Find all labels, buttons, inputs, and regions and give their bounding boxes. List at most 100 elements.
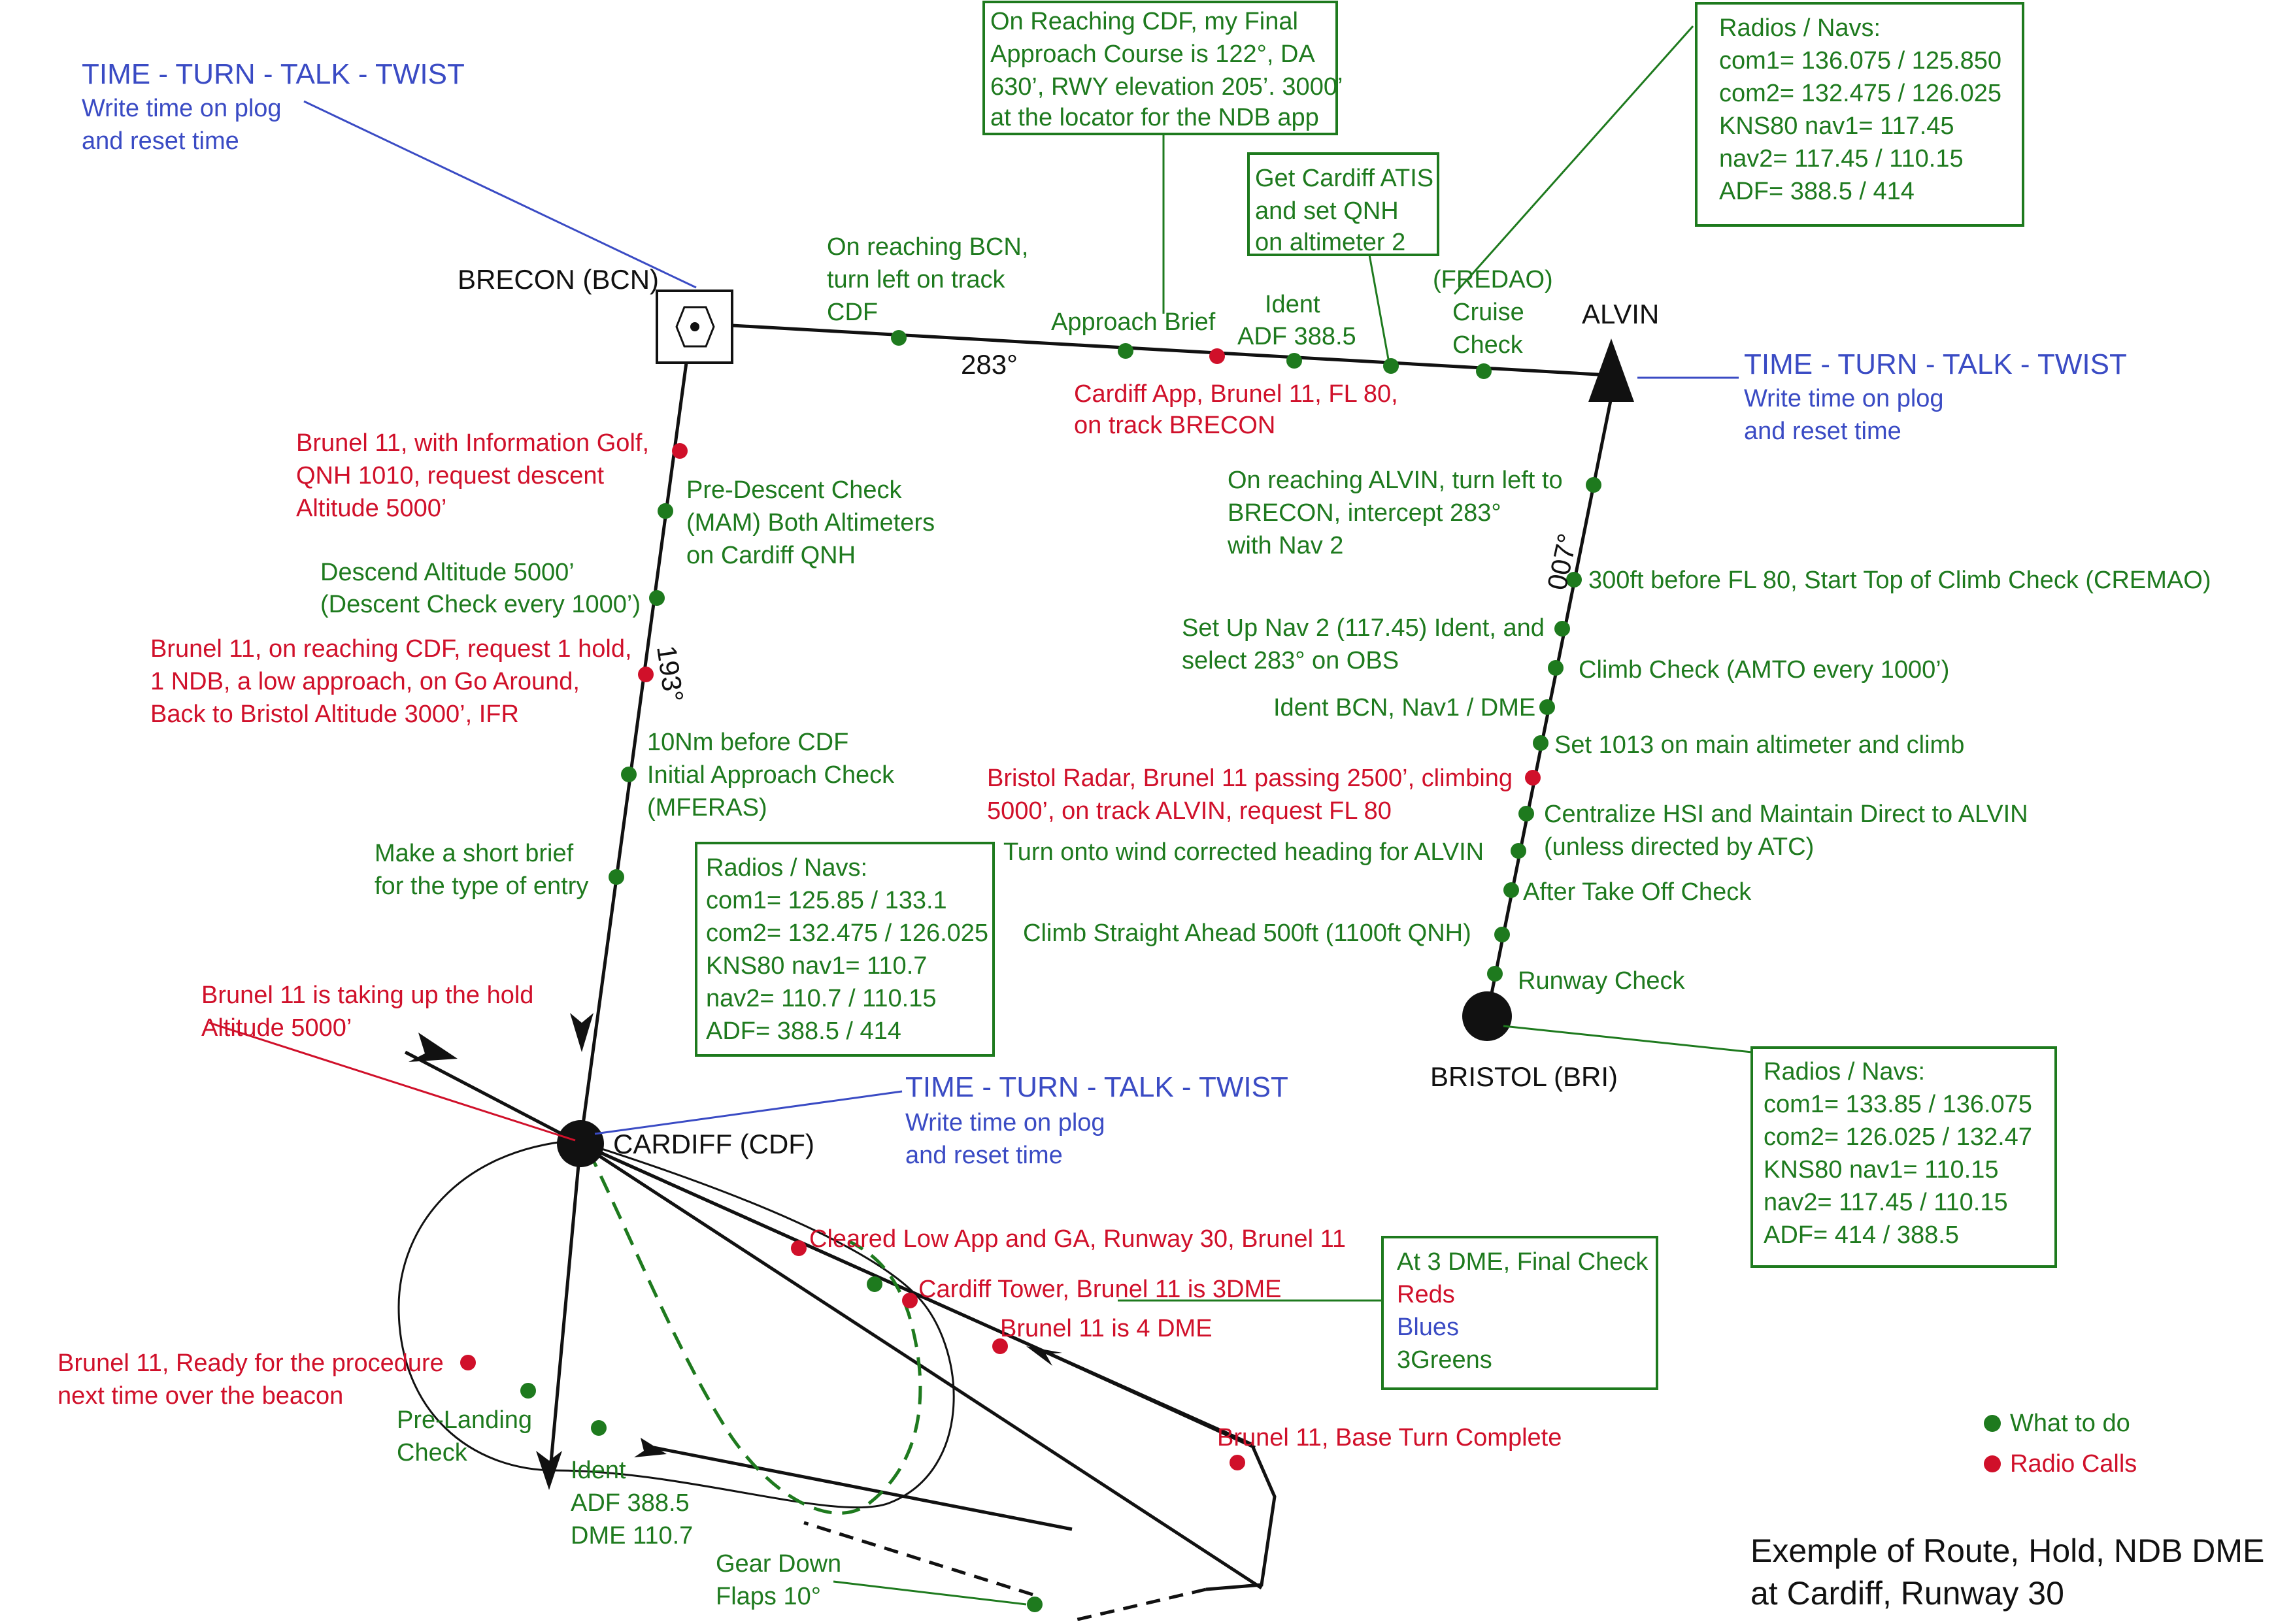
dot-pre-landing: [520, 1383, 536, 1399]
caption-line: at Cardiff, Runway 30: [1750, 1575, 2064, 1612]
note-on-reaching-bcn: On reaching BCN, turn left on track CDF: [827, 233, 1028, 326]
note-line: Brunel 11, on reaching CDF, request 1 ho…: [150, 635, 632, 663]
note-line: CDF: [827, 299, 878, 326]
dot-set-1013: [1533, 735, 1548, 751]
box-line: com1= 133.85 / 136.075: [1764, 1091, 2032, 1118]
ttt-title: TIME - TURN - TALK - TWIST: [1744, 348, 2127, 380]
dot-centralize-hsi: [1518, 806, 1534, 821]
note-line: Altitude 5000’: [296, 495, 446, 522]
box-line: KNS80 nav1= 110.7: [706, 952, 927, 980]
dot-initial-approach: [621, 767, 637, 782]
dot-four-dme: [992, 1338, 1008, 1354]
dot-cardiff-tower: [902, 1293, 918, 1308]
legend-green-label: What to do: [2010, 1410, 2130, 1437]
note-descend: Descend Altitude 5000’ (Descent Check ev…: [320, 559, 641, 618]
base-turn-path: [579, 1142, 1277, 1591]
note-top-of-climb: 300ft before FL 80, Start Top of Climb C…: [1588, 567, 2211, 594]
legend: What to do Radio Calls: [1984, 1410, 2137, 1478]
note-approach-brief: Approach Brief: [1051, 308, 1216, 336]
box-line: and set QNH: [1255, 197, 1399, 225]
note-runway-check: Runway Check: [1518, 967, 1686, 995]
note-line: Back to Bristol Altitude 3000’, IFR: [150, 701, 519, 728]
box-line: Radios / Navs:: [1719, 14, 1881, 42]
dot-final-check: [867, 1276, 882, 1292]
note-ident-adf: Ident ADF 388.5: [1237, 291, 1356, 350]
note-line: QNH 1010, request descent: [296, 462, 604, 489]
box-line: com2= 126.025 / 132.47: [1764, 1123, 2032, 1151]
note-line: Brunel 11, Ready for the procedure: [58, 1350, 444, 1377]
note-pre-landing: Pre-Landing Check: [397, 1406, 532, 1467]
note-ident-dme: Ident ADF 388.5 DME 110.7: [571, 1457, 693, 1549]
caption: Exemple of Route, Hold, NDB DME at Cardi…: [1750, 1533, 2264, 1612]
dot-bristol-radar: [1525, 770, 1541, 786]
note-ident-bcn: Ident BCN, Nav1 / DME: [1273, 694, 1535, 721]
procedure-loop: [653, 1446, 1073, 1531]
ttt-title: TIME - TURN - TALK - TWIST: [82, 58, 465, 90]
label-bristol: BRISTOL (BRI): [1430, 1061, 1618, 1092]
outbound-leg-se: [579, 1142, 1263, 1590]
note-line: Centralize HSI and Maintain Direct to AL…: [1544, 801, 2028, 828]
label-alvin: ALVIN: [1582, 299, 1659, 329]
brecon-vor-symbol: [656, 290, 733, 364]
box-final-check: [1381, 1236, 1658, 1390]
note-line: Brunel 11 is taking up the hold: [201, 982, 533, 1009]
legend-red-dot: [1984, 1455, 2001, 1472]
note-line: turn left on track: [827, 266, 1005, 293]
note-ready-procedure: Brunel 11, Ready for the procedure next …: [58, 1350, 444, 1410]
note-line: Gear Down: [716, 1550, 841, 1578]
note-centralize-hsi: Centralize HSI and Maintain Direct to AL…: [1544, 801, 2028, 861]
track-bcn-alvin: [731, 323, 1622, 378]
note-line: on track BRECON: [1074, 412, 1275, 439]
note-line: Cardiff App, Brunel 11, FL 80,: [1074, 380, 1398, 408]
label-brecon: BRECON (BCN): [458, 264, 659, 295]
note-cruise-check: (FREDAO) Cruise Check: [1433, 266, 1553, 359]
note-line: Ident: [571, 1457, 626, 1484]
note-line: select 283° on OBS: [1182, 647, 1399, 674]
box-line: Approach Course is 122°, DA: [990, 41, 1315, 68]
label-cardiff: CARDIFF (CDF): [613, 1129, 814, 1159]
dot-ready-procedure: [460, 1355, 476, 1370]
box-radios-top: [1695, 2, 2024, 227]
descent-leg: [547, 1143, 582, 1484]
text-layer: BRECON (BCN) ALVIN BRISTOL (BRI) CARDIFF…: [58, 8, 2264, 1612]
track-arrows: [409, 1013, 1062, 1490]
note-set-1013: Set 1013 on main altimeter and climb: [1554, 731, 1964, 759]
note-line: 1 NDB, a low approach, on Go Around,: [150, 668, 580, 695]
note-cardiff-tower: Cardiff Tower, Brunel 11 is 3DME: [918, 1276, 1281, 1303]
box-approach-course: [982, 1, 1338, 135]
note-line: next time over the beacon: [58, 1382, 343, 1410]
note-climb-check: Climb Check (AMTO every 1000’): [1579, 656, 1949, 684]
note-pre-descent: Pre-Descent Check (MAM) Both Altimeters …: [686, 476, 935, 569]
box-approach-course-text: On Reaching CDF, my Final Approach Cours…: [990, 8, 1343, 131]
dot-request-descent: [672, 443, 688, 459]
dot-short-brief: [609, 869, 624, 885]
note-line: 10Nm before CDF: [647, 729, 848, 756]
hold-dashed-inbound: [803, 1521, 1033, 1597]
note-line: Bristol Radar, Brunel 11 passing 2500’, …: [987, 765, 1513, 792]
dot-after-takeoff: [1503, 882, 1519, 898]
dot-wind-corrected: [1511, 843, 1526, 859]
note-climb-straight: Climb Straight Ahead 500ft (1100ft QNH): [1023, 920, 1471, 947]
ttt-line: and reset time: [905, 1142, 1063, 1169]
box-line: On Reaching CDF, my Final: [990, 8, 1298, 35]
note-line: (MFERAS): [647, 794, 767, 821]
note-line: Brunel 11, with Information Golf,: [296, 429, 649, 457]
dot-climb-check: [1548, 660, 1564, 676]
note-short-brief: Make a short brief for the type of entry: [375, 840, 588, 900]
box-line: KNS80 nav1= 110.15: [1764, 1156, 1999, 1184]
note-line: BRECON, intercept 283°: [1228, 499, 1501, 527]
box-line: nav2= 110.7 / 110.15: [706, 985, 937, 1012]
box-line: KNS80 nav1= 117.45: [1719, 112, 1954, 140]
dot-runway-check: [1487, 966, 1503, 982]
legend-green-dot: [1984, 1415, 2001, 1432]
dot-request-hold: [638, 667, 654, 682]
ttt-line: Write time on plog: [905, 1109, 1105, 1136]
box-line: nav2= 117.45 / 110.15: [1719, 145, 1964, 173]
box-line: ADF= 414 / 388.5: [1764, 1221, 1959, 1249]
dot-ident-dme: [591, 1420, 607, 1436]
track-193: 193°: [651, 644, 690, 704]
ttt-line: and reset time: [82, 127, 239, 155]
note-cleared-low-app: Cleared Low App and GA, Runway 30, Brune…: [809, 1225, 1346, 1253]
note-line: ADF 388.5: [1237, 323, 1356, 350]
